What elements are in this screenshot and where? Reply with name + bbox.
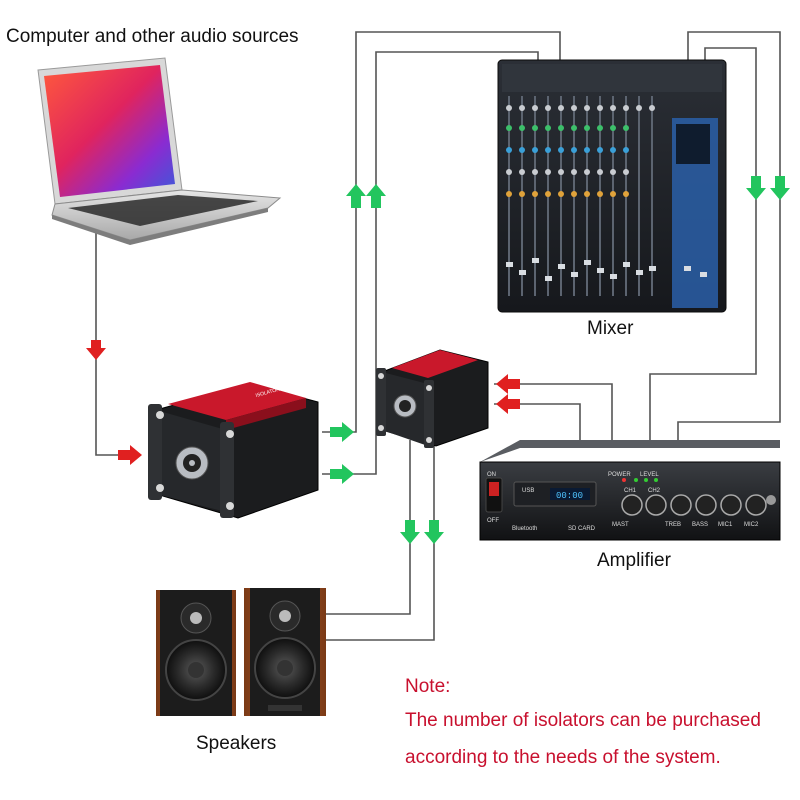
mixer-icon <box>497 59 727 313</box>
wire-mixer-to-amp-a <box>677 31 781 440</box>
isolator-1-icon: ISOLATOR <box>148 382 319 519</box>
amp-knobs <box>621 494 767 516</box>
amp-leds <box>622 478 658 482</box>
amp-mic1-label: MIC1 <box>718 522 733 528</box>
speaker-right-icon <box>244 588 326 716</box>
note-heading: Note: <box>405 676 451 697</box>
amp-power-off: OFF <box>487 518 499 524</box>
arrow-green-down-isolator2-b <box>424 520 444 544</box>
arrow-green-up-b <box>366 184 386 208</box>
arrow-green-right-b <box>330 464 354 484</box>
amplifier-icon: 00:00 ON OFF USB Bluetooth SD CARD POWER… <box>479 440 781 541</box>
amp-power-label: POWER <box>608 472 631 478</box>
wire-isolator2-to-speaker-a <box>324 440 411 615</box>
sources-label: Computer and other audio sources <box>6 26 299 47</box>
amp-bass-label: BASS <box>692 522 708 528</box>
signal-arrows <box>86 176 790 544</box>
wire-mixer-to-amp-b <box>649 47 757 440</box>
mixer-label: Mixer <box>587 318 634 339</box>
arrow-green-down-isolator2-a <box>400 520 420 544</box>
arrow-red-down-laptop <box>86 340 106 360</box>
amp-power-on: ON <box>487 472 496 478</box>
arrow-red-left-isolator2-a <box>496 374 520 394</box>
amp-bluetooth-label: Bluetooth <box>512 526 537 532</box>
arrow-green-down-mixer-a <box>746 176 766 200</box>
arrow-green-up-a <box>346 184 366 208</box>
amp-sd-label: SD CARD <box>568 526 596 532</box>
wire-isolator1-to-mixer-b <box>322 51 539 475</box>
amp-mic2-label: MIC2 <box>744 522 759 528</box>
wire-laptop-to-isolator1 <box>95 228 140 456</box>
laptop-icon <box>37 57 282 245</box>
amp-usb-label: USB <box>522 488 534 494</box>
isolator-2-icon <box>376 349 489 448</box>
speaker-left-icon <box>156 590 236 716</box>
wire-isolator2-to-speaker-b <box>324 440 435 641</box>
amp-mic-jack-icon <box>766 495 776 505</box>
amplifier-label: Amplifier <box>597 550 671 571</box>
note-line-2: according to the needs of the system. <box>405 747 721 768</box>
amp-ch1-label: CH1 <box>624 488 637 494</box>
mixer-faders <box>506 258 707 281</box>
amp-ch2-label: CH2 <box>648 488 661 494</box>
arrow-red-left-isolator2-b <box>496 394 520 414</box>
wire-amp-to-isolator2-b <box>494 403 581 440</box>
amp-level-label: LEVEL <box>640 472 659 478</box>
arrow-green-right-a <box>330 422 354 442</box>
mixer-knobs <box>506 105 655 197</box>
amp-display: 00:00 <box>556 491 583 501</box>
amp-treb-label: TREB <box>665 522 681 528</box>
note-line-1: The number of isolators can be purchased <box>405 710 761 731</box>
arrow-red-right-isolator1 <box>118 445 142 465</box>
wire-amp-to-isolator2-a <box>494 383 613 440</box>
speakers-label: Speakers <box>196 733 277 754</box>
amp-mast-label: MAST <box>612 522 629 528</box>
arrow-green-down-mixer-b <box>770 176 790 200</box>
